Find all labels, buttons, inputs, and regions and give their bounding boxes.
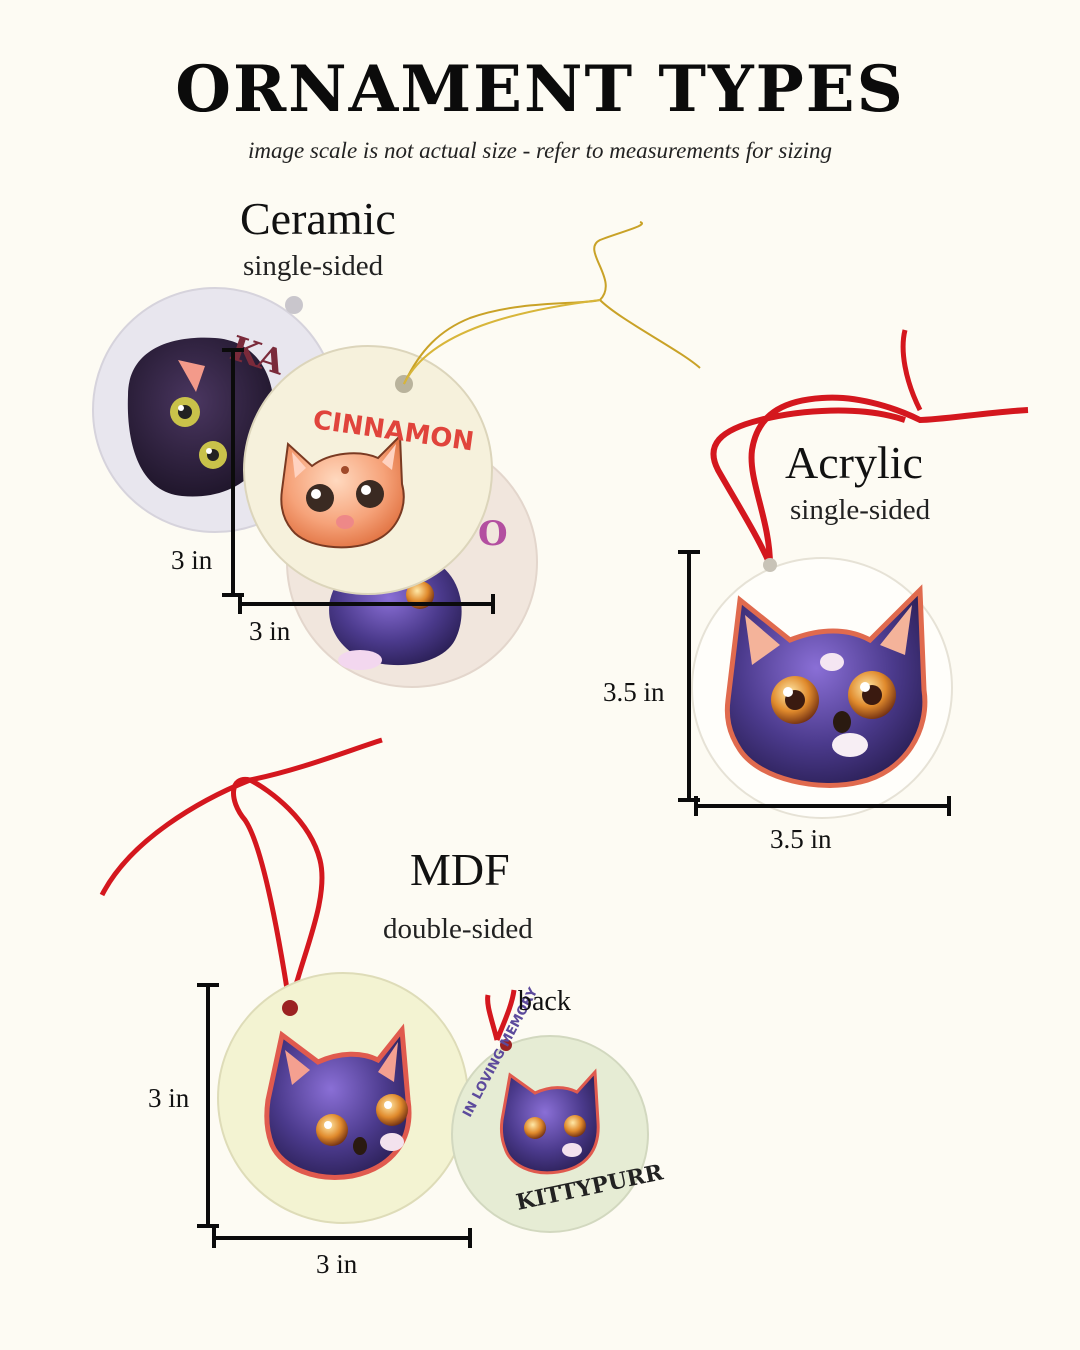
page-subtitle: image scale is not actual size - refer t…: [247, 138, 833, 163]
acrylic-ornament: [678, 329, 1029, 819]
ceramic-dimension-lines: [222, 348, 495, 614]
ceramic-ornaments: KA O: [92, 221, 701, 688]
mdf-height-label: 3 in: [148, 1083, 190, 1113]
mdf-front-ribbon: [231, 776, 325, 1009]
ceramic-width-label: 3 in: [249, 616, 291, 646]
acrylic-dimension-lines: [678, 550, 951, 816]
acrylic-type-name: Acrylic: [785, 437, 923, 488]
ceramic-ornament-front: [243, 345, 493, 595]
ceramic-ornament-back-left: KA: [92, 287, 338, 533]
ceramic-back-right-text: O: [478, 514, 508, 554]
mdf-ornaments: IN LOVING MEMORY KITTYPURR: [99, 737, 666, 1248]
ceramic-type-sides: single-sided: [243, 250, 384, 282]
acrylic-ribbon: [710, 394, 1029, 567]
acrylic-type-sides: single-sided: [790, 494, 931, 526]
gold-string: [403, 221, 701, 385]
page-title: ORNAMENT TYPES: [175, 52, 905, 127]
mdf-dimension-lines: [197, 983, 472, 1248]
acrylic-height-label: 3.5 in: [603, 677, 665, 707]
ceramic-height-label: 3 in: [171, 545, 213, 575]
mdf-type-name: MDF: [410, 844, 510, 895]
mdf-type-sides: double-sided: [383, 913, 533, 945]
ceramic-type-name: Ceramic: [240, 193, 396, 244]
acrylic-width-label: 3.5 in: [770, 824, 832, 854]
mdf-back-label: back: [518, 986, 571, 1017]
mdf-width-label: 3 in: [316, 1249, 358, 1279]
